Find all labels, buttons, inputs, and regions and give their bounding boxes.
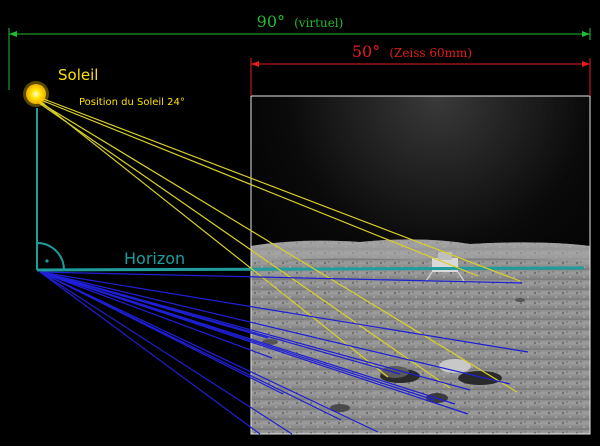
horizon-line: [36, 266, 585, 272]
sun-position-label: Position du Soleil 24°: [79, 97, 185, 108]
lens-fov-bracket: [250, 58, 591, 96]
virtual-fov-label: 90° (virtuel): [257, 12, 344, 31]
virtual-fov-bracket: [8, 28, 591, 90]
sun-rays: [38, 97, 521, 393]
lunar-photo: [250, 95, 591, 435]
right-angle-marker: [36, 242, 65, 271]
right-angle-dot: [45, 259, 49, 263]
horizon-label: Horizon: [124, 249, 185, 268]
shadow-lines: [39, 271, 529, 435]
lens-fov-label: 50° (Zeiss 60mm): [352, 42, 472, 61]
sun-icon: [23, 81, 49, 107]
sun-label: Soleil: [58, 66, 98, 84]
